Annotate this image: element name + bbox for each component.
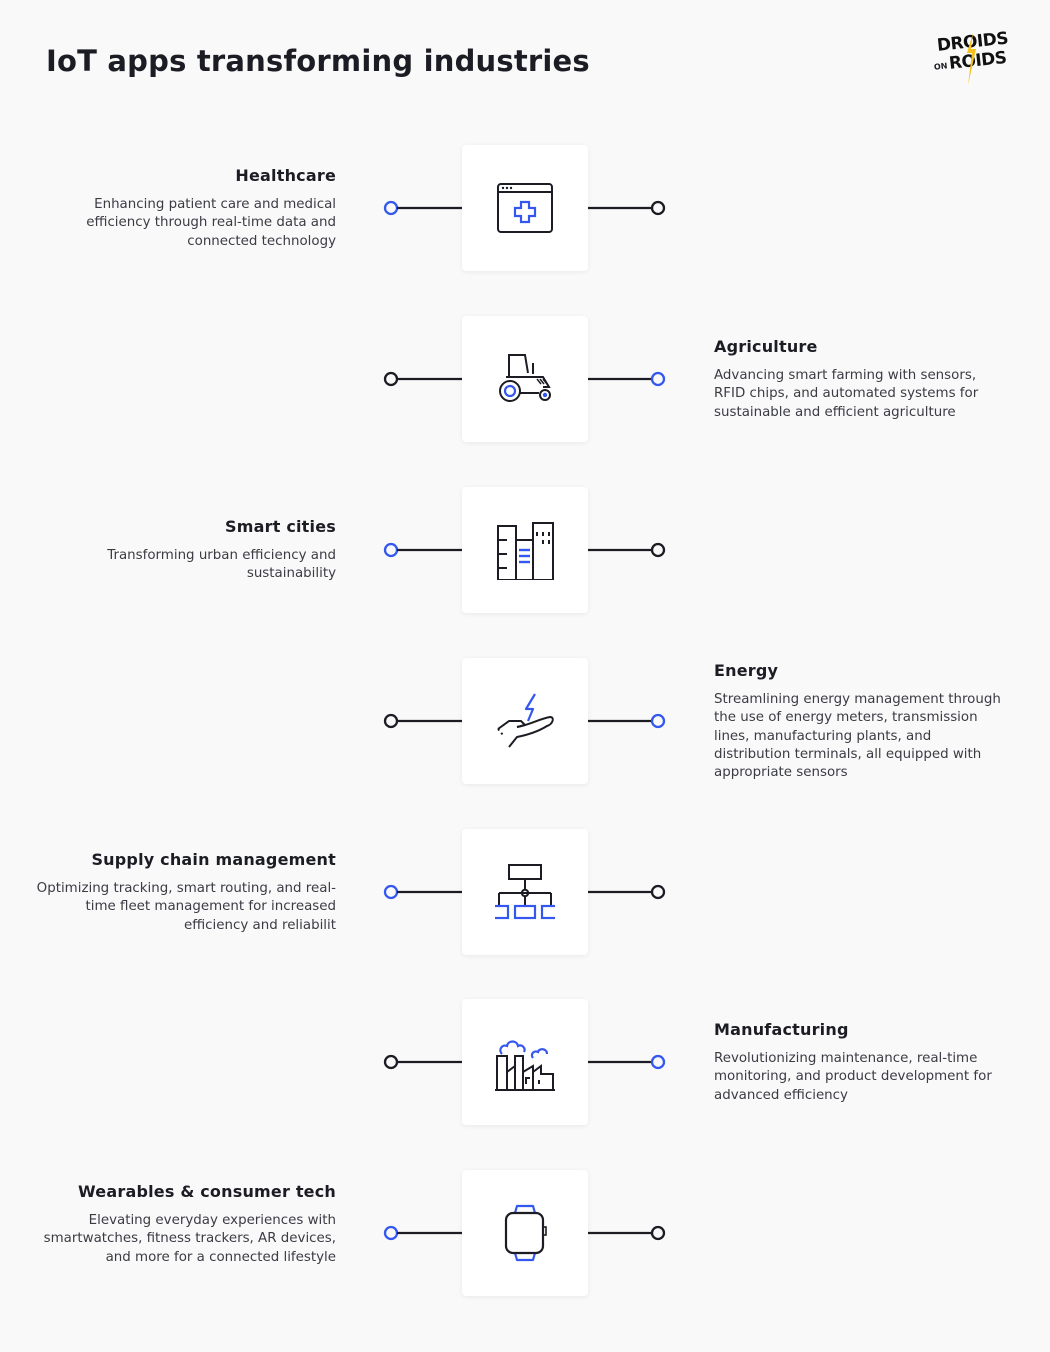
industry-text: Healthcare Enhancing patient care and me… <box>36 166 336 251</box>
connector-left <box>383 1054 462 1070</box>
industry-row-healthcare: Healthcare Enhancing patient care and me… <box>0 145 1050 271</box>
industry-description: Elevating everyday experiences with smar… <box>43 1213 336 1265</box>
city-buildings-icon <box>497 522 554 580</box>
industry-text: Wearables & consumer tech Elevating ever… <box>36 1182 336 1267</box>
industry-title: Manufacturing <box>714 1020 849 1039</box>
factory-icon <box>495 1040 555 1091</box>
connector-left <box>383 371 462 387</box>
connector-left <box>383 884 462 900</box>
connector-right <box>588 371 666 387</box>
industry-text: Manufacturing Revolutionizing maintenanc… <box>714 1020 1004 1105</box>
industry-row-wearables: Wearables & consumer tech Elevating ever… <box>0 1170 1050 1296</box>
tractor-icon <box>499 354 551 402</box>
hand-lightning-icon <box>497 693 554 748</box>
industry-row-smart-cities: Smart cities Transforming urban efficien… <box>0 487 1050 613</box>
medical-browser-icon <box>497 183 553 233</box>
lightning-bolt-icon <box>967 33 976 85</box>
industry-icon-card <box>462 1170 588 1296</box>
industry-description: Advancing smart farming with sensors, RF… <box>714 368 979 420</box>
industry-title: Supply chain management <box>91 850 336 869</box>
page-title: IoT apps transforming industries <box>46 44 590 78</box>
industry-title: Energy <box>714 661 779 680</box>
industry-text: Supply chain management Optimizing track… <box>36 850 336 935</box>
industry-text: Energy Streamlining energy management th… <box>714 661 1004 782</box>
connector-left <box>383 1225 462 1241</box>
industry-description: Streamlining energy management through t… <box>714 692 1001 781</box>
industry-description: Transforming urban efficiency and sustai… <box>107 548 336 582</box>
connector-left <box>383 542 462 558</box>
connector-right <box>588 542 666 558</box>
industry-description: Enhancing patient care and medical effic… <box>86 197 336 249</box>
industry-text: Smart cities Transforming urban efficien… <box>36 517 336 584</box>
industry-row-supply-chain: Supply chain management Optimizing track… <box>0 829 1050 955</box>
connector-left <box>383 200 462 216</box>
industry-title: Wearables & consumer tech <box>78 1182 336 1201</box>
connector-right <box>588 1054 666 1070</box>
industry-icon-card <box>462 145 588 271</box>
industry-row-agriculture: Agriculture Advancing smart farming with… <box>0 316 1050 442</box>
industry-icon-card <box>462 829 588 955</box>
smartwatch-icon <box>504 1204 547 1262</box>
industry-icon-card <box>462 999 588 1125</box>
connector-right <box>588 1225 666 1241</box>
hierarchy-network-icon <box>495 864 555 920</box>
industry-icon-card <box>462 316 588 442</box>
connector-right <box>588 884 666 900</box>
industry-description: Revolutionizing maintenance, real-time m… <box>714 1051 992 1103</box>
industry-row-manufacturing: Manufacturing Revolutionizing maintenanc… <box>0 999 1050 1125</box>
droids-on-roids-logo: DROIDS ON ROIDS <box>934 29 1010 88</box>
industry-row-energy: Energy Streamlining energy management th… <box>0 658 1050 784</box>
industry-title: Healthcare <box>235 166 336 185</box>
industry-title: Agriculture <box>714 337 818 356</box>
industry-title: Smart cities <box>225 517 336 536</box>
industry-description: Optimizing tracking, smart routing, and … <box>36 881 336 933</box>
industry-icon-card <box>462 658 588 784</box>
connector-left <box>383 713 462 729</box>
connector-right <box>588 713 666 729</box>
industry-text: Agriculture Advancing smart farming with… <box>714 337 1004 422</box>
industry-icon-card <box>462 487 588 613</box>
connector-right <box>588 200 666 216</box>
